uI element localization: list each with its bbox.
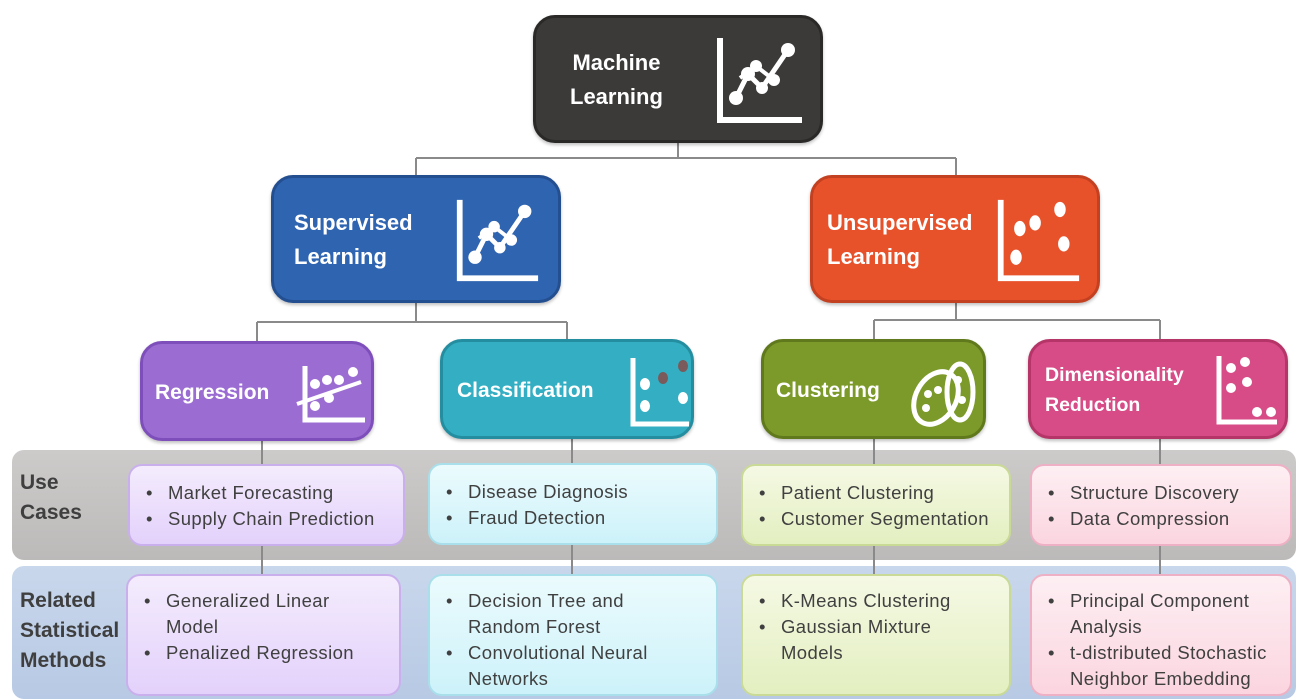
supervised-learning-node: Supervised Learning	[271, 175, 561, 303]
node-title: Regression	[155, 381, 270, 404]
classification-node: Classification	[440, 339, 694, 439]
list-item: t-distributed Stochastic Neighbor Embedd…	[1042, 640, 1280, 692]
use-cases-classification-box: Disease Diagnosis Fraud Detection	[428, 463, 718, 545]
machine-learning-node: Machine Learning	[533, 15, 823, 143]
list-item: Gaussian Mixture Models	[753, 614, 999, 666]
list-item: K-Means Clustering	[753, 588, 999, 614]
use-cases-regression-box: Market Forecasting Supply Chain Predicti…	[128, 464, 405, 546]
dimensionality-reduction-node: Dimensionality Reduction	[1028, 339, 1288, 439]
list-item: Decision Tree and Random Forest	[440, 588, 706, 640]
scatter-plot-icon	[1216, 356, 1277, 425]
list-item: Generalized Linear Model	[138, 588, 389, 640]
list-item: Data Compression	[1042, 506, 1280, 532]
methods-regression-box: Generalized Linear Model Penalized Regre…	[126, 574, 401, 696]
list-item: Market Forecasting	[140, 480, 393, 506]
unsupervised-learning-node: Unsupervised Learning	[810, 175, 1100, 303]
clustering-node: Clustering	[761, 339, 986, 439]
methods-clustering-box: K-Means Clustering Gaussian Mixture Mode…	[741, 574, 1011, 696]
node-title: Classification	[457, 379, 594, 402]
node-title: Machine Learning	[570, 50, 663, 109]
use-cases-dimensionality-box: Structure Discovery Data Compression	[1030, 464, 1292, 546]
use-cases-clustering-box: Patient Clustering Customer Segmentation	[741, 464, 1011, 546]
methods-classification-box: Decision Tree and Random Forest Convolut…	[428, 574, 718, 696]
methods-dimensionality-box: Principal Component Analysis t-distribut…	[1030, 574, 1292, 696]
list-item: Customer Segmentation	[753, 506, 999, 532]
list-item: Fraud Detection	[440, 505, 706, 531]
regression-line-icon	[296, 366, 365, 423]
list-item: Supply Chain Prediction	[140, 506, 393, 532]
regression-node: Regression	[140, 341, 374, 441]
node-title: Unsupervised Learning	[827, 210, 973, 269]
line-chart-icon	[717, 38, 802, 123]
list-item: Structure Discovery	[1042, 480, 1280, 506]
list-item: Convolutional Neural Networks	[440, 640, 706, 692]
list-item: Disease Diagnosis	[440, 479, 706, 505]
node-title: Supervised Learning	[294, 210, 413, 269]
use-cases-label: Use Cases	[20, 471, 82, 524]
clusters-icon	[911, 361, 976, 427]
list-item: Patient Clustering	[753, 480, 999, 506]
node-title: Dimensionality Reduction	[1045, 364, 1184, 416]
related-methods-label: Related Statistical Methods	[20, 589, 120, 672]
list-item: Penalized Regression	[138, 640, 389, 666]
node-title: Clustering	[776, 379, 880, 402]
line-chart-icon	[456, 199, 539, 282]
scatter-plot-icon	[997, 199, 1080, 282]
classified-points-icon	[630, 358, 689, 427]
list-item: Principal Component Analysis	[1042, 588, 1280, 640]
